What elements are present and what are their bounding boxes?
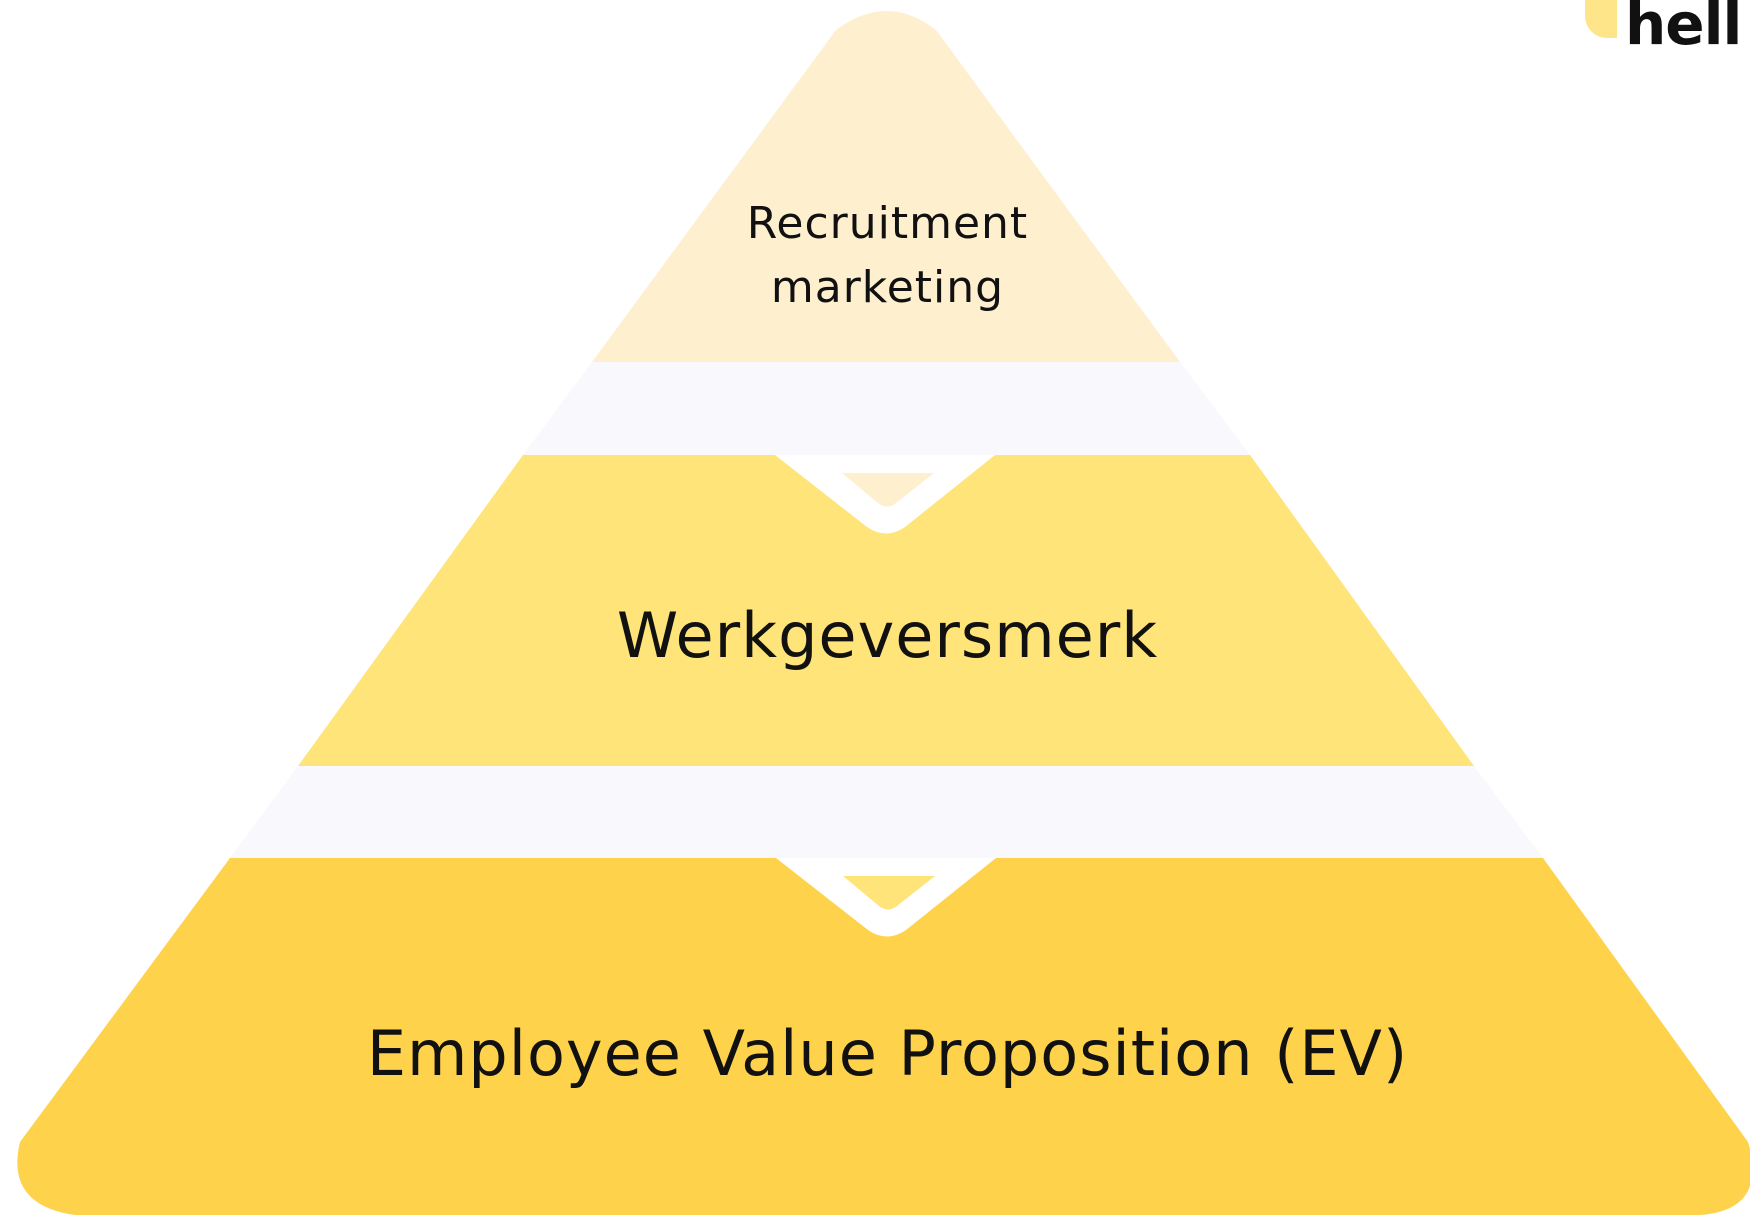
pyramid-layer-bottom: [17, 858, 1750, 1215]
brand-logo: hell: [1580, 0, 1750, 64]
connector-band-upper: [523, 362, 1250, 455]
logo-mark-icon: [1585, 0, 1617, 38]
pyramid-layer-middle: [298, 455, 1474, 766]
connector-band-lower: [230, 766, 1543, 858]
layer-label-bottom: Employee Value Proposition (EV): [366, 1017, 1409, 1090]
pyramid-layer-top: [592, 11, 1180, 362]
layer-label-middle: Werkgeversmerk: [616, 599, 1159, 672]
arrow-chevron-upper: [842, 473, 934, 507]
layer-label-top: Recruitment marketing: [746, 198, 1029, 313]
arrow-chevron-lower: [843, 876, 935, 910]
logo-text: hell: [1625, 0, 1742, 58]
